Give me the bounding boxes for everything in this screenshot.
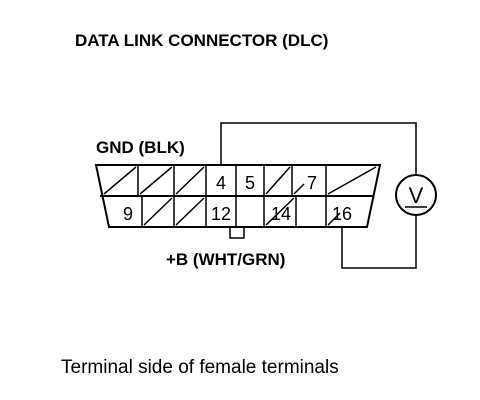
connector-body <box>94 164 382 228</box>
voltmeter-symbol: V <box>409 183 424 208</box>
connector-lock-tab <box>229 227 245 239</box>
b-plus-label: +B (WHT/GRN) <box>166 250 285 269</box>
voltmeter-circle <box>395 174 437 216</box>
gnd-label: GND (BLK) <box>96 138 185 157</box>
gnd-wire <box>220 122 417 175</box>
b-plus-wire <box>341 215 417 269</box>
caption-text: Terminal side of female terminals <box>61 357 339 378</box>
pin-16: 16 <box>332 204 352 224</box>
pin-7: 7 <box>307 173 317 193</box>
top-row-dividers <box>137 165 327 196</box>
pin-4: 4 <box>216 173 226 193</box>
pin-12: 12 <box>211 204 231 224</box>
pin-14: 14 <box>271 204 291 224</box>
numbered-cell-hatches <box>293 183 341 226</box>
diagram-title: DATA LINK CONNECTOR (DLC) <box>75 31 328 50</box>
pin-5: 5 <box>245 173 255 193</box>
top-row-blank-hatches <box>103 166 377 195</box>
bottom-row-dividers <box>141 196 327 227</box>
bottom-row-blank-hatches <box>143 197 295 226</box>
pin-9: 9 <box>123 204 133 224</box>
